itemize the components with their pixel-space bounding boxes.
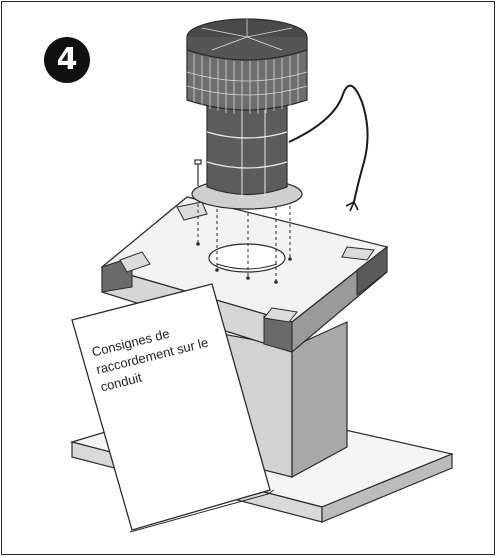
cable-plug [345, 201, 359, 212]
step-number-badge: 4 [44, 37, 90, 83]
fan-unit [186, 18, 308, 210]
instruction-sheet [71, 283, 275, 533]
power-cable [288, 84, 369, 203]
